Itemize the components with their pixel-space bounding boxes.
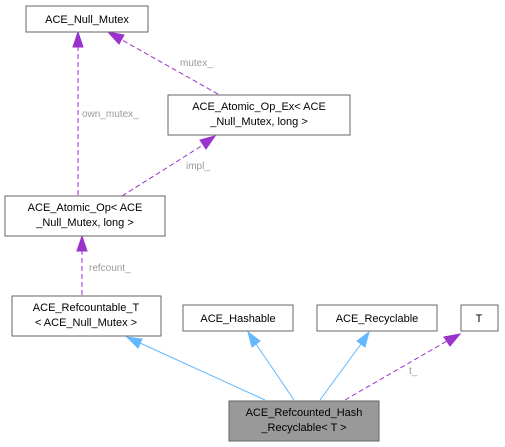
node-t[interactable]: T <box>460 304 499 332</box>
node-null-mutex[interactable]: ACE_Null_Mutex <box>25 5 149 33</box>
edge-inherit-hashable-arrowhead <box>247 330 261 348</box>
node-recyclable-label: ACE_Recyclable <box>336 313 419 325</box>
node-refcountable[interactable]: ACE_Refcountable_T < ACE_Null_Mutex > <box>11 295 162 337</box>
node-t-label: T <box>476 313 483 325</box>
edge-inherit-recyclable <box>319 343 362 401</box>
node-atomic-op-ex-line1: ACE_Atomic_Op_Ex< ACE <box>192 101 326 113</box>
edge-inherit-hashable <box>255 343 295 401</box>
edge-label-own-mutex: own_mutex_ <box>82 109 139 120</box>
node-atomic-op-ex[interactable]: ACE_Atomic_Op_Ex< ACE _Null_Mutex, long … <box>167 94 351 136</box>
node-hashable[interactable]: ACE_Hashable <box>182 304 294 332</box>
edge-t-arrowhead <box>443 333 462 347</box>
node-refcountable-line1: ACE_Refcountable_T <box>33 302 140 314</box>
node-refcountable-line2: < ACE_Null_Mutex > <box>35 317 137 329</box>
node-atomic-op-line1: ACE_Atomic_Op< ACE <box>28 202 143 214</box>
edge-refcount-arrowhead <box>76 234 88 252</box>
node-hashable-label: ACE_Hashable <box>200 313 275 325</box>
edge-label-mutex: mutex_ <box>180 58 213 69</box>
edge-mutex <box>121 39 226 99</box>
edge-t <box>344 340 448 401</box>
node-refcounted-hash-recyclable[interactable]: ACE_Refcounted_Hash _Recyclable< T > <box>228 400 380 442</box>
edge-impl-arrowhead <box>199 135 217 150</box>
edge-inherit-refcountable <box>139 342 266 401</box>
node-atomic-op-ex-line2: _Null_Mutex, long > <box>209 116 308 128</box>
node-refcounted-hash-line1: ACE_Refcounted_Hash <box>246 407 363 419</box>
node-atomic-op[interactable]: ACE_Atomic_Op< ACE _Null_Mutex, long > <box>4 195 166 237</box>
edge-label-impl: impl_ <box>186 161 210 172</box>
edge-mutex-arrowhead <box>106 31 125 45</box>
edge-label-t: t_ <box>409 366 418 377</box>
edge-inherit-recyclable-arrowhead <box>356 330 370 348</box>
edge-inherit-refcountable-arrowhead <box>125 336 143 349</box>
node-refcounted-hash-line2: _Recyclable< T > <box>260 422 346 434</box>
node-recyclable[interactable]: ACE_Recyclable <box>316 304 438 332</box>
edge-own-mutex-arrowhead <box>72 30 84 48</box>
node-null-mutex-label: ACE_Null_Mutex <box>45 14 129 26</box>
edge-label-refcount: refcount_ <box>89 263 131 274</box>
node-atomic-op-line2: _Null_Mutex, long > <box>35 217 134 229</box>
